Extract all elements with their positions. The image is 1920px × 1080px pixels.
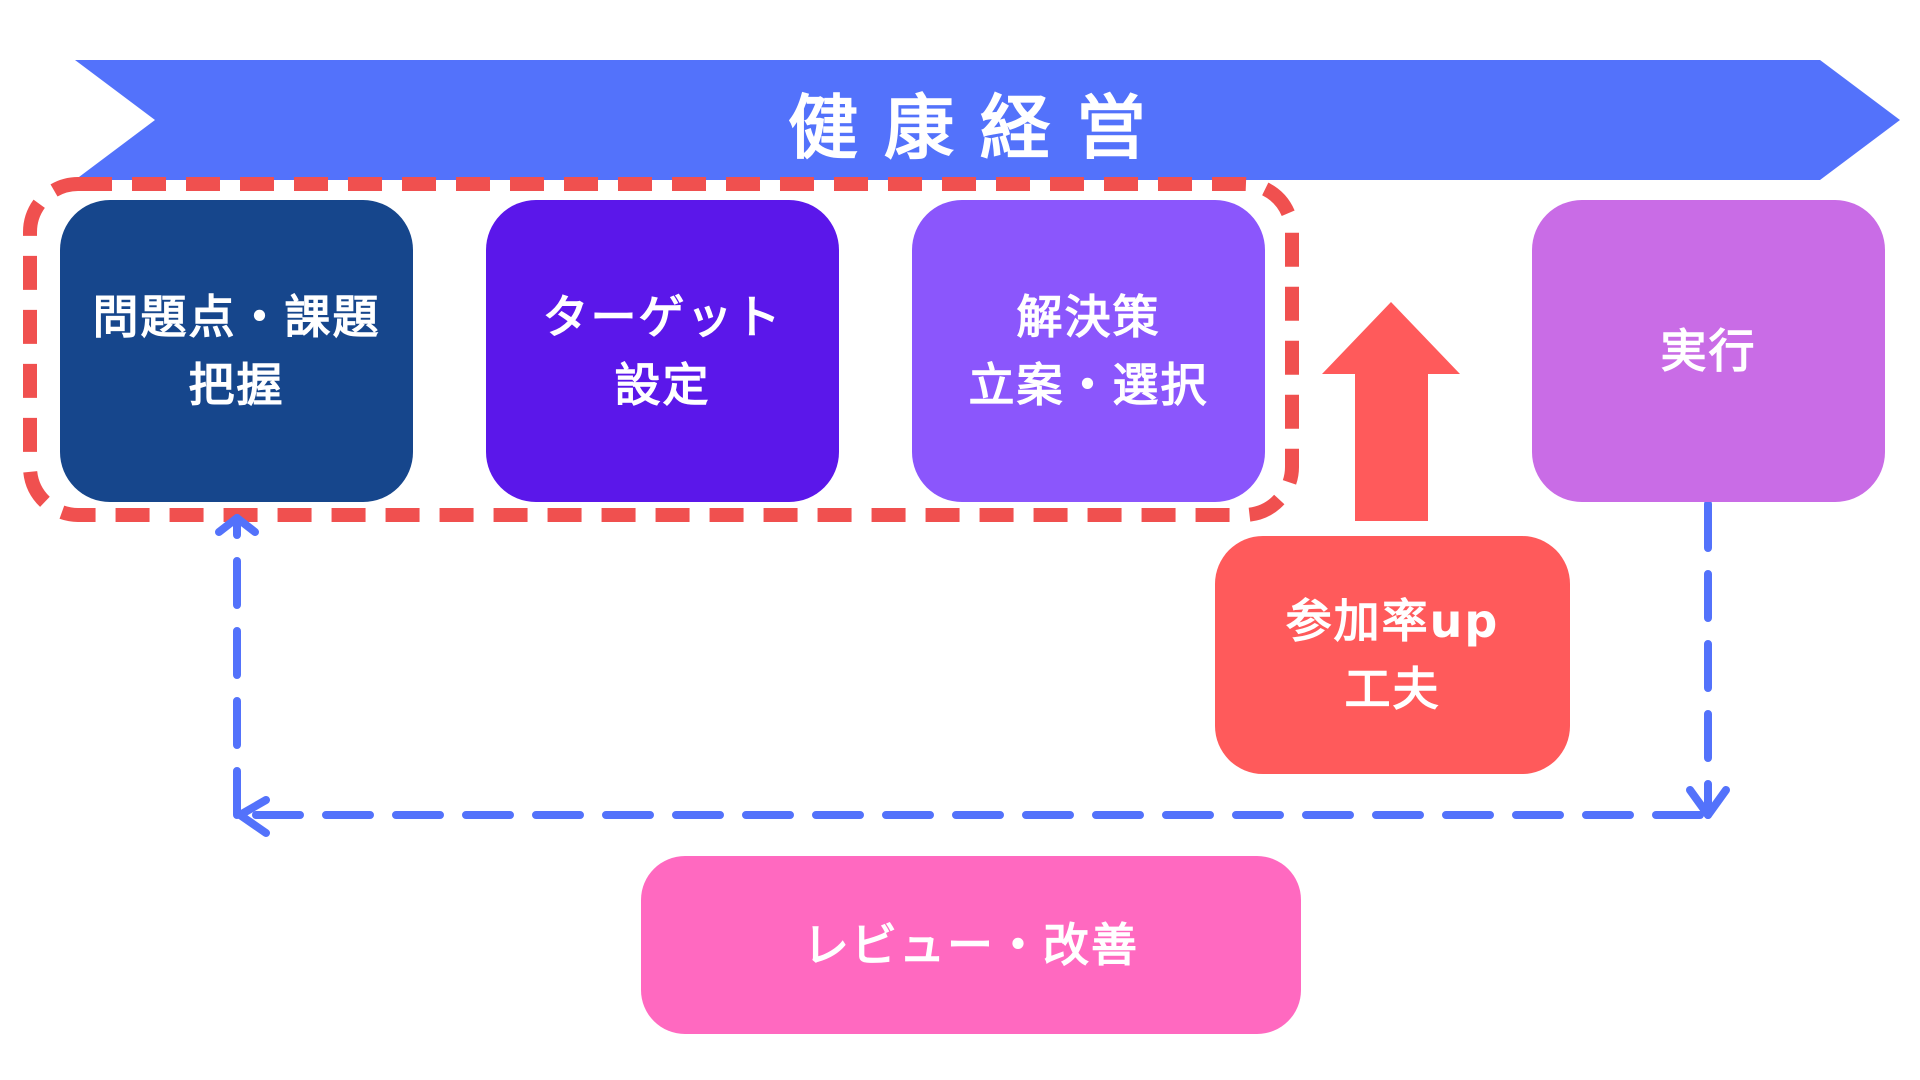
step-target-line-2: 設定 — [614, 358, 711, 412]
arrow-down-icon — [1686, 786, 1730, 819]
step-problem-line-2: 把握 — [188, 358, 285, 412]
participation-line-1: 参加率up — [1285, 594, 1500, 648]
step-solution-line-2: 立案・選択 — [968, 358, 1209, 412]
step-problem-identification: 問題点・課題 把握 — [60, 200, 413, 502]
review-label: レビュー・改善 — [803, 918, 1139, 972]
participation-rate-box: 参加率up 工夫 — [1215, 536, 1570, 774]
arrow-left-icon — [236, 796, 270, 837]
up-arrow-icon — [1322, 302, 1460, 521]
arrow-up-icon — [215, 514, 259, 536]
step-target-setting: ターゲット 設定 — [486, 200, 839, 502]
highlight-dashed-border — [23, 177, 1299, 522]
cycle-dashed-line — [233, 500, 1712, 819]
step-solution-line-1: 解決策 — [1016, 290, 1161, 344]
review-improvement-box: レビュー・改善 — [641, 856, 1301, 1034]
step-target-line-1: ターゲット — [542, 290, 783, 344]
banner-arrow — [75, 60, 1900, 180]
banner-title: 健康経営 — [788, 86, 1172, 169]
step-problem-line-1: 問題点・課題 — [92, 290, 381, 344]
participation-line-2: 工夫 — [1344, 662, 1441, 716]
step-solution-planning: 解決策 立案・選択 — [912, 200, 1265, 502]
step-execute-line-1: 実行 — [1660, 324, 1757, 378]
step-execution: 実行 — [1532, 200, 1885, 502]
